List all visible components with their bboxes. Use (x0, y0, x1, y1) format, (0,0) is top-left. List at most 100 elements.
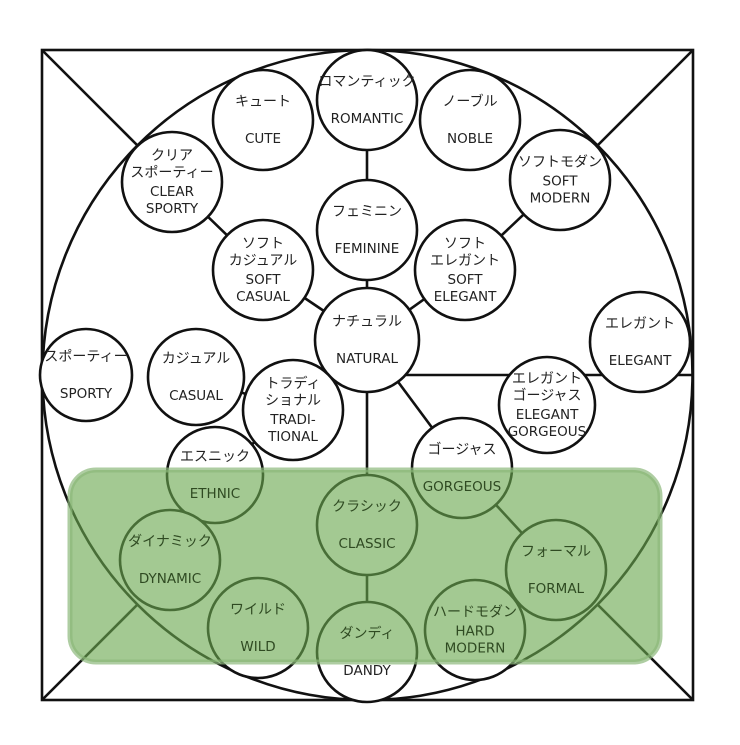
node-label-feminine: フェミニン FEMININE (332, 204, 402, 257)
node-circle (315, 178, 419, 282)
label-japanese: スポーティー (44, 349, 127, 365)
highlight-region (67, 467, 663, 665)
node-romantic (315, 48, 419, 152)
node-clear-sporty (120, 130, 224, 234)
label-japanese: エレガント (512, 371, 582, 387)
node-circle (211, 218, 315, 322)
label-english: HARD (455, 624, 494, 640)
label-english: SOFT (246, 272, 282, 288)
node-soft-casual (211, 218, 315, 322)
label-english: NATURAL (336, 351, 398, 367)
label-english: SOFT (543, 174, 579, 190)
label-japanese: エスニック (180, 449, 250, 465)
label-english: GORGEOUS (508, 424, 587, 440)
label-english: SPORTY (146, 201, 199, 217)
node-circle (588, 290, 692, 394)
node-label-cute: キュート CUTE (235, 94, 291, 147)
label-japanese: ソフト (242, 236, 284, 252)
label-english: ROMANTIC (331, 111, 404, 127)
node-elegant-gorgeous (497, 355, 597, 455)
node-label-ethnic: エスニック ETHNIC (180, 449, 250, 502)
label-japanese: ダンディ (339, 625, 394, 642)
node-circle (413, 218, 517, 322)
label-japanese: ゴージャス (512, 387, 581, 404)
node-soft-modern (508, 128, 612, 232)
node-circle (38, 327, 134, 423)
label-english: TRADI- (269, 412, 316, 428)
label-japanese: クリア (151, 148, 193, 164)
node-label-gorgeous: ゴージャス GORGEOUS (423, 441, 502, 495)
label-japanese: ソフトモダン (518, 155, 602, 171)
label-english: GORGEOUS (423, 479, 502, 495)
label-japanese: ショナル (265, 393, 321, 409)
label-english: ELEGANT (609, 353, 672, 369)
node-circle (508, 128, 612, 232)
label-english: FEMININE (335, 241, 400, 257)
label-japanese: ハードモダン (433, 605, 517, 621)
label-japanese: クラシック (332, 499, 402, 515)
label-english: CASUAL (236, 289, 290, 305)
label-english: WILD (240, 639, 275, 655)
node-label-noble: ノーブル NOBLE (442, 93, 497, 147)
label-english: NOBLE (447, 131, 493, 147)
node-circle (497, 355, 597, 455)
node-labels: ロマンティックROMANTICキュートCUTEノーブルNOBLEクリアスポーティ… (44, 74, 675, 679)
diagonal-top-left (41, 49, 139, 147)
node-feminine (315, 178, 419, 282)
node-circle (120, 130, 224, 234)
label-english: ETHNIC (190, 486, 240, 502)
node-circle (146, 327, 246, 427)
label-japanese: フェミニン (332, 204, 402, 220)
node-label-classic: クラシック CLASSIC (332, 499, 402, 552)
node-circle (211, 68, 315, 172)
node-natural (313, 286, 421, 394)
label-english: SPORTY (60, 386, 113, 402)
label-japanese: フォーマル (521, 544, 591, 560)
label-english: SOFT (448, 272, 484, 288)
node-circle (241, 358, 345, 462)
label-english: CUTE (245, 131, 281, 147)
label-japanese: エレガント (430, 253, 500, 269)
label-english: CLEAR (150, 184, 194, 200)
label-english: DYNAMIC (139, 571, 201, 587)
label-japanese: ナチュラル (332, 314, 402, 330)
label-japanese: エレガント (605, 316, 675, 332)
label-english: DANDY (343, 663, 391, 679)
node-noble (418, 68, 522, 172)
label-japanese: カジュアル (229, 253, 298, 269)
node-label-natural: ナチュラル NATURAL (332, 314, 402, 367)
label-japanese: キュート (235, 94, 291, 110)
label-english: CLASSIC (338, 536, 395, 552)
label-japanese: トラディ (265, 375, 320, 392)
node-label-sporty: スポーティー SPORTY (44, 349, 127, 402)
node-soft-elegant (413, 218, 517, 322)
label-japanese: ロマンティック (318, 74, 415, 90)
label-english: CASUAL (169, 388, 223, 404)
label-japanese: ソフト (444, 236, 486, 252)
node-label-dandy: ダンディ DANDY (339, 625, 394, 679)
label-english: ELEGANT (434, 289, 497, 305)
label-japanese: ノーブル (442, 93, 497, 110)
label-japanese: ダイナミック (128, 534, 212, 550)
label-english: MODERN (445, 641, 506, 657)
node-traditional (241, 358, 345, 462)
label-japanese: ワイルド (230, 602, 286, 618)
node-label-elegant: エレガント ELEGANT (605, 316, 675, 369)
label-japanese: ゴージャス (427, 441, 496, 458)
node-elegant (588, 290, 692, 394)
node-casual (146, 327, 246, 427)
node-label-dynamic: ダイナミック DYNAMIC (128, 534, 212, 587)
node-circle (313, 286, 421, 394)
diagonal-top-right (596, 49, 694, 147)
label-japanese: スポーティー (130, 165, 213, 181)
